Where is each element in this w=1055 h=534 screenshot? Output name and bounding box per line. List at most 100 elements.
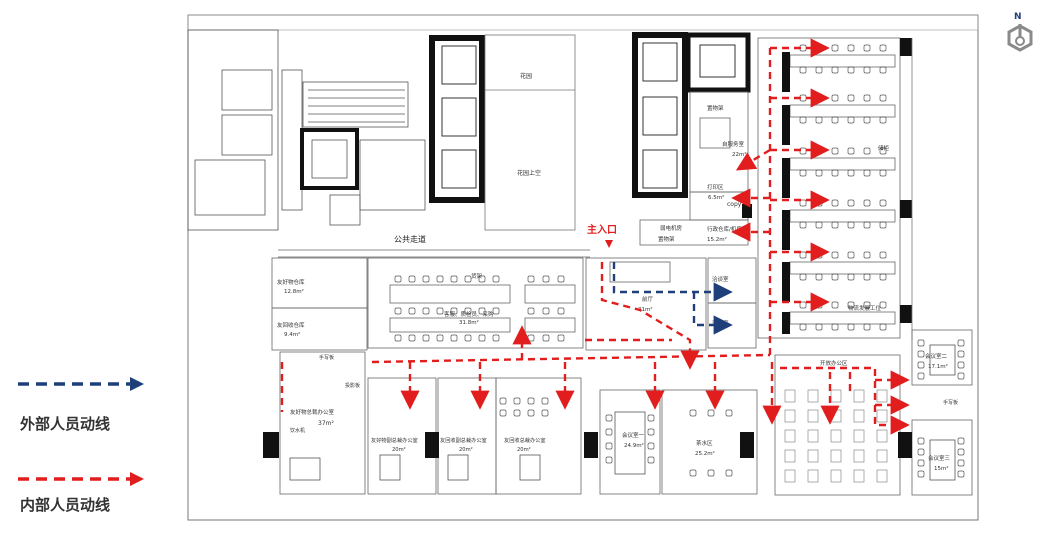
external-flow-label: 外部人员动线 <box>19 415 110 433</box>
desk-icon <box>876 389 888 403</box>
vp-office-3-label: 友回收总裁办公室 <box>504 436 546 444</box>
chair-icon <box>464 275 472 283</box>
desk-icon <box>807 389 819 403</box>
desk-icon <box>876 409 888 423</box>
desk-icon <box>807 429 819 443</box>
chair-icon <box>527 275 535 283</box>
chair-icon <box>879 221 887 229</box>
desk-icon <box>807 449 819 463</box>
chair-icon <box>689 469 697 477</box>
chair-icon <box>450 307 458 315</box>
lobby-size: 31m² <box>638 306 653 313</box>
chair-icon <box>863 301 871 309</box>
chair-icon <box>557 307 565 315</box>
chair-icon <box>527 307 535 315</box>
chair-icon <box>863 116 871 124</box>
chair-icon <box>831 301 839 309</box>
chair-icon <box>541 409 549 417</box>
chair-icon <box>879 94 887 102</box>
chair-icon <box>847 44 855 52</box>
chair-icon <box>799 273 807 281</box>
chair-icon <box>541 397 549 405</box>
chair-icon <box>542 334 550 342</box>
chair-icon <box>799 221 807 229</box>
chair-icon <box>863 169 871 177</box>
vp-office-2-label: 友回收副总裁办公室 <box>440 436 487 444</box>
chair-icon <box>605 428 613 436</box>
shelf-label: 货架 <box>471 272 483 280</box>
desk-icon <box>853 409 865 423</box>
chair-icon <box>436 275 444 283</box>
desk-icon <box>876 429 888 443</box>
desk-icon <box>784 409 796 423</box>
chair-icon <box>957 339 965 347</box>
chair-icon <box>394 275 402 283</box>
chair-icon <box>917 459 925 467</box>
desk-icon <box>853 469 865 483</box>
chair-icon <box>879 273 887 281</box>
chair-icon <box>917 470 925 478</box>
chair-icon <box>647 442 655 450</box>
public-corridor-label: 公共走道 <box>394 234 426 244</box>
chair-icon <box>917 339 925 347</box>
chair-icon <box>917 350 925 358</box>
desk-icon <box>853 429 865 443</box>
chair-icon <box>917 372 925 380</box>
chair-icon <box>647 456 655 464</box>
desk-icon <box>876 469 888 483</box>
chair-icon <box>847 301 855 309</box>
chair-icon <box>527 397 535 405</box>
water-dispenser-label-1: 饮水机 <box>290 427 305 434</box>
desk-icon <box>876 449 888 463</box>
internal-flow <box>280 38 910 435</box>
internal-arrow-icon <box>130 472 144 486</box>
desk-icon <box>784 449 796 463</box>
chair-icon <box>847 116 855 124</box>
ops-area-label: 物流发展工位 <box>848 304 882 312</box>
chair-icon <box>394 307 402 315</box>
self-service-size: 22m² <box>732 151 747 158</box>
desk-icon <box>784 389 796 403</box>
vp-office-1-size: 20m² <box>392 447 406 453</box>
tea-room-size: 25.2m² <box>695 450 715 457</box>
desk-icon <box>830 429 842 443</box>
chair-icon <box>957 448 965 456</box>
desk-icon <box>830 449 842 463</box>
chair-icon <box>879 147 887 155</box>
chair-icon <box>422 275 430 283</box>
elevator-core-left <box>429 35 485 203</box>
chair-icon <box>879 323 887 331</box>
entrance-arrow-icon <box>605 240 613 248</box>
chair-icon <box>513 409 521 417</box>
chair-icon <box>957 361 965 369</box>
external-arrow-icon <box>130 377 144 391</box>
chair-icon <box>815 66 823 74</box>
storage-a-size: 12.8m² <box>284 288 304 295</box>
chair-icon <box>799 251 807 259</box>
chair-icon <box>605 456 613 464</box>
chair-icon <box>879 66 887 74</box>
writing-board-label-1: 手写板 <box>319 354 334 361</box>
chair-icon <box>917 448 925 456</box>
garden-label: 花园 <box>520 72 532 80</box>
chair-icon <box>831 273 839 281</box>
chair-icon <box>879 199 887 207</box>
meeting-2-label: 会议室二 <box>925 352 948 360</box>
chair-icon <box>557 275 565 283</box>
chair-icon <box>799 323 807 331</box>
north-compass-icon: N <box>1007 12 1033 52</box>
chair-icon <box>879 44 887 52</box>
chair-icon <box>464 307 472 315</box>
office-group <box>367 257 584 349</box>
compass-label: N <box>1014 12 1022 22</box>
chair-icon <box>478 275 486 283</box>
chair-icon <box>436 307 444 315</box>
chair-icon <box>492 334 500 342</box>
chair-icon <box>863 199 871 207</box>
cabinet-label: 储柜 <box>878 144 890 152</box>
chair-icon <box>863 323 871 331</box>
meeting-1-size: 24.9m² <box>624 442 644 449</box>
chair-icon <box>799 169 807 177</box>
storage-a-label: 友好物仓库 <box>277 278 305 286</box>
chair-icon <box>725 409 733 417</box>
